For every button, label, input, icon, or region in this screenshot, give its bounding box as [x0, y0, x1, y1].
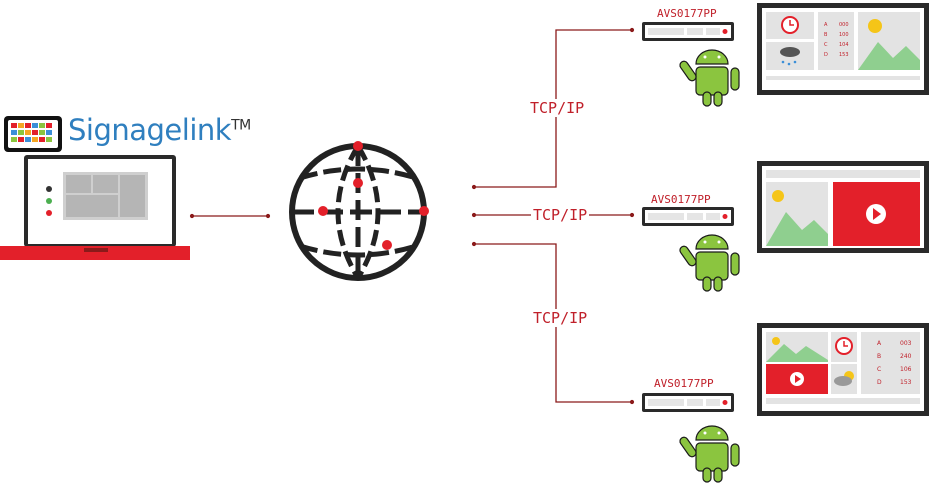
table-row-key: B: [877, 353, 881, 360]
android-icon-2: [679, 234, 740, 292]
table-row-key: D: [824, 52, 828, 58]
device-label-3: AVS0177PP: [654, 377, 714, 390]
table-row-key: A: [877, 340, 882, 347]
table-row-value: 100: [839, 32, 849, 38]
media-player-1: [642, 22, 734, 41]
table-row-key: C: [824, 42, 828, 48]
media-player-3: [642, 393, 734, 412]
globe-nodes: [318, 141, 429, 250]
table-row-value: 153: [900, 379, 912, 386]
signagelink-logo-icon: [4, 116, 62, 152]
table-row-value: 106: [900, 366, 912, 373]
table-row-value: 240: [900, 353, 912, 360]
laptop-icon: [0, 155, 190, 260]
connection-label-2: TCP/IP: [531, 206, 590, 224]
globe-icon: [289, 143, 427, 281]
table-row-key: C: [877, 366, 881, 373]
trademark-mark: TM: [231, 117, 251, 134]
table-row-key: A: [824, 22, 828, 28]
connection-label-1: TCP/IP: [528, 99, 587, 117]
connection-label-3: TCP/IP: [531, 309, 590, 327]
table-row-key: D: [877, 379, 882, 386]
device-label-2: AVS0177PP: [651, 193, 711, 206]
table-row-value: 003: [900, 340, 912, 347]
device-label-1: AVS0177PP: [657, 7, 717, 20]
table-row-value: 104: [839, 42, 849, 48]
android-icon-1: [679, 49, 740, 107]
android-icon-3: [679, 425, 740, 483]
media-player-2: [642, 207, 734, 226]
table-row-value: 153: [839, 52, 849, 58]
display-screen-2: [757, 161, 929, 253]
table-row-value: 000: [839, 22, 849, 28]
brand-name: SignagelinkTM: [68, 113, 251, 147]
table-row-key: B: [824, 32, 828, 38]
